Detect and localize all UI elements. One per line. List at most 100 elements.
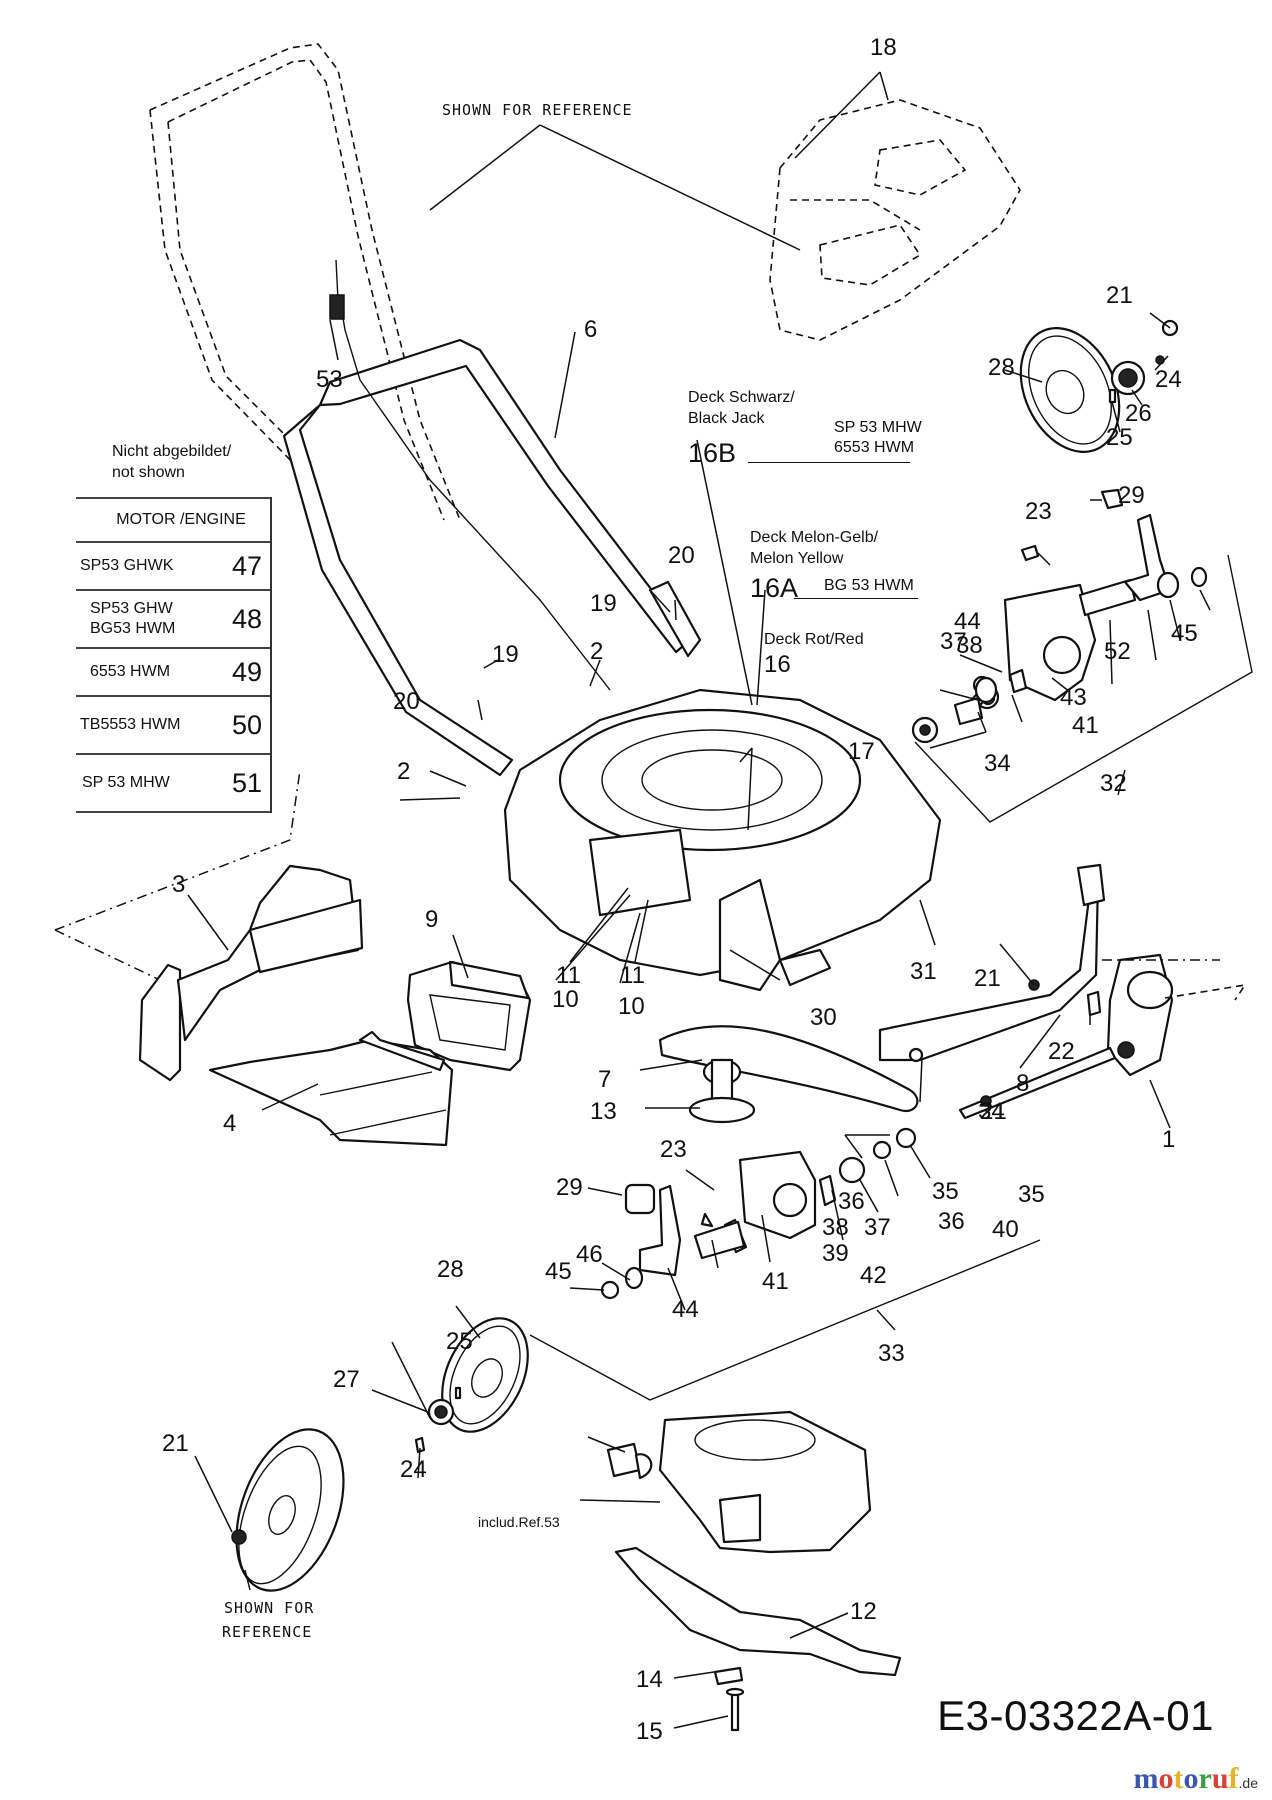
callout-27: 27 — [333, 1366, 360, 1393]
callout-41: 41 — [762, 1268, 789, 1295]
engine-table-header-label: MOTOR /ENGINE — [116, 511, 246, 528]
callout-8: 8 — [1016, 1070, 1030, 1097]
callout-28: 28 — [988, 354, 1015, 381]
callout-4: 4 — [223, 1110, 237, 1137]
leader-lines — [187, 71, 1211, 1729]
engine-table: MOTOR /ENGINE SP53 GHWK 47 SP53 GHW BG53… — [76, 497, 272, 813]
mulch-plug-9 — [406, 960, 532, 1072]
deck-black-label-2: Black Jack — [688, 410, 765, 427]
deck-yellow-label-2: Melon Yellow — [750, 550, 844, 567]
callout-21: 21 — [980, 1098, 1007, 1125]
blade-12 — [614, 1546, 902, 1732]
callout-42: 42 — [860, 1262, 887, 1289]
callout-40: 40 — [992, 1216, 1019, 1243]
callout-31: 31 — [910, 958, 937, 985]
callout-45: 45 — [545, 1258, 572, 1285]
deck-black-label-1: Deck Schwarz/ — [688, 389, 795, 406]
wheel-drive-bottom — [414, 1317, 529, 1454]
callout-7: 7 — [598, 1066, 612, 1093]
logo-letter: t — [1173, 1762, 1184, 1795]
callout-10: 10 — [618, 993, 645, 1020]
motoruf-logo: motoruf.de — [1134, 1762, 1258, 1796]
engine-model-line-2: BG53 HWM — [90, 620, 176, 637]
engine-table-header: MOTOR /ENGINE — [76, 497, 270, 541]
engine-model: 6553 HWM — [90, 663, 171, 680]
callout-44: 44 — [672, 1296, 699, 1323]
engine-table-title-line-1: Nicht abgebildet/ — [112, 443, 232, 460]
callout-11: 11 — [620, 962, 645, 989]
callout-37: 37 — [864, 1214, 891, 1241]
logo-letter: f — [1228, 1762, 1239, 1795]
callout-3: 3 — [172, 871, 186, 898]
deck-black-models-1: SP 53 MHW — [834, 419, 922, 436]
callout-14: 14 — [636, 1666, 663, 1693]
callout-24: 24 — [1155, 366, 1182, 393]
deck-yellow-underline — [794, 598, 918, 599]
deck-yellow-models-1: BG 53 HWM — [824, 577, 914, 594]
callout-19: 19 — [590, 590, 617, 617]
shown-for-reference-wheel-caption-1: SHOWN FOR — [224, 1599, 315, 1617]
callout-10: 10 — [552, 986, 579, 1013]
wheel-drive-top — [1019, 319, 1179, 454]
rear-cover-reference — [769, 99, 1021, 341]
callout-34: 34 — [984, 750, 1011, 777]
engine-table-row: SP 53 MHW 51 — [76, 753, 270, 813]
callout-29: 29 — [556, 1174, 583, 1201]
height-adjuster-bottom — [600, 1127, 917, 1300]
callout-46: 46 — [576, 1241, 603, 1268]
side-discharge-chute-3 — [54, 769, 364, 1082]
callout-21: 21 — [974, 965, 1001, 992]
logo-tld: .de — [1238, 1775, 1258, 1791]
engine-model: TB5553 HWM — [80, 716, 181, 733]
logo-letter: u — [1211, 1762, 1229, 1795]
callout-21: 21 — [162, 1430, 189, 1457]
callout-23: 23 — [660, 1136, 687, 1163]
belt-and-pulley — [658, 1025, 919, 1124]
callout-37: 37 — [940, 628, 967, 655]
blade-adapter-52 — [606, 1410, 872, 1554]
engine-ref: 48 — [231, 603, 262, 634]
engine-model: SP53 GHW BG53 HWM — [90, 599, 175, 639]
callout-25: 25 — [446, 1328, 473, 1355]
callout-38: 38 — [956, 632, 983, 659]
callout-20: 20 — [668, 542, 695, 569]
callout-23: 23 — [1025, 498, 1052, 525]
callout-35: 35 — [932, 1178, 959, 1205]
height-adjuster-top — [911, 488, 1208, 744]
callout-2: 2 — [397, 758, 411, 785]
callout-25: 25 — [1106, 424, 1133, 451]
deck-black-models-2: 6553 HWM — [834, 439, 915, 456]
callout-13: 13 — [590, 1098, 617, 1125]
callout-1: 1 — [1162, 1126, 1176, 1153]
deck-red-ref: 16 — [764, 651, 791, 678]
callout-19: 19 — [492, 641, 519, 668]
shown-for-reference-caption: SHOWN FOR REFERENCE — [442, 101, 633, 119]
callout-26: 26 — [1125, 400, 1152, 427]
upper-handle-reference — [149, 43, 461, 521]
callout-11: 11 — [556, 962, 581, 989]
callout-12: 12 — [850, 1598, 877, 1625]
callout-24: 24 — [400, 1456, 427, 1483]
engine-ref: 51 — [231, 767, 262, 798]
callout-9: 9 — [425, 906, 439, 933]
engine-ref: 50 — [231, 709, 262, 740]
deck-black-underline — [748, 462, 910, 463]
engine-table-title: Nicht abgebildet/ not shown — [112, 442, 231, 484]
engine-table-row: SP53 GHWK 47 — [76, 541, 270, 589]
deck-red-label: Deck Rot/Red — [764, 631, 864, 648]
engine-table-title-line-2: not shown — [112, 463, 185, 481]
callout-35: 35 — [1018, 1181, 1045, 1208]
callout-28: 28 — [437, 1256, 464, 1283]
wheel-reference — [231, 1428, 345, 1592]
callout-53: 53 — [316, 366, 343, 393]
deck-yellow-label-1: Deck Melon-Gelb/ — [750, 529, 879, 546]
cable-spring-46 — [329, 294, 345, 320]
callout-2: 2 — [590, 638, 604, 665]
assembly-32-bracket — [914, 554, 1253, 823]
callout-18: 18 — [870, 34, 897, 61]
callout-22: 22 — [1048, 1038, 1075, 1065]
bracket-8 — [878, 863, 1106, 1063]
callout-41: 41 — [1072, 712, 1099, 739]
